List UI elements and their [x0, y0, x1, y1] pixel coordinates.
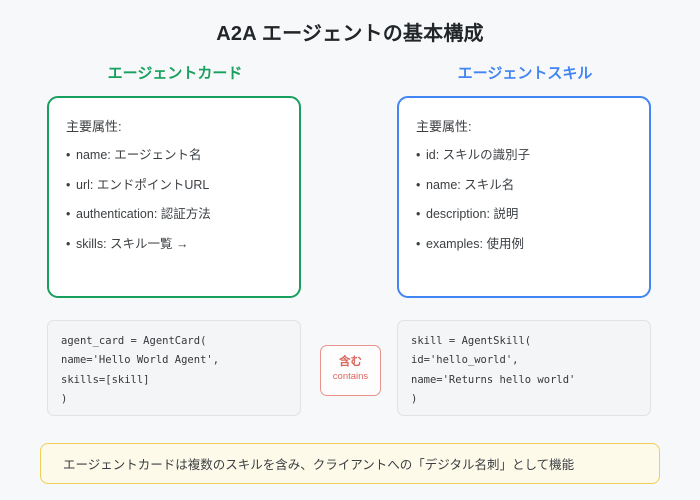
- list-item: name: エージェント名: [66, 148, 282, 164]
- summary-banner-text: エージェントカードは複数のスキルを含み、クライアントへの「デジタル名刺」として機…: [63, 458, 575, 472]
- column-header-agent-skill: エージェントスキル: [457, 65, 593, 82]
- column-header-agent-card: エージェントカード: [107, 65, 243, 82]
- agent-skill-heading: 主要属性:: [416, 119, 472, 134]
- summary-banner: エージェントカードは複数のスキルを含み、クライアントへの「デジタル名刺」として機…: [40, 443, 660, 484]
- agent-skill-box: 主要属性: id: スキルの識別子 name: スキル名 description…: [397, 96, 651, 298]
- agent-card-code-snippet: agent_card = AgentCard( name='Hello Worl…: [47, 320, 301, 416]
- list-item: id: スキルの識別子: [416, 148, 632, 164]
- agent-card-heading: 主要属性:: [66, 119, 122, 134]
- page-title: A2A エージェントの基本構成: [0, 17, 700, 46]
- relation-badge-contains: 含む contains: [320, 345, 381, 396]
- agent-skill-attribute-list: id: スキルの識別子 name: スキル名 description: 説明 e…: [416, 148, 632, 253]
- page-title-rest: エージェントの基本構成: [256, 23, 484, 45]
- agent-card-attribute-list: name: エージェント名 url: エンドポイントURL authentica…: [66, 148, 282, 253]
- list-item: description: 説明: [416, 207, 632, 223]
- list-item: examples: 使用例: [416, 237, 632, 253]
- list-item: url: エンドポイントURL: [66, 178, 282, 194]
- agent-skill-code-snippet: skill = AgentSkill( id='hello_world', na…: [397, 320, 651, 416]
- list-item: skills: スキル一覧 →: [66, 237, 282, 253]
- agent-card-box: 主要属性: name: エージェント名 url: エンドポイントURL auth…: [47, 96, 301, 298]
- relation-label-en: contains: [332, 371, 369, 383]
- relation-label-jp: 含む: [339, 356, 362, 369]
- page-title-prefix: A2A: [216, 23, 257, 45]
- list-item: authentication: 認証方法: [66, 207, 282, 223]
- list-item: name: スキル名: [416, 178, 632, 194]
